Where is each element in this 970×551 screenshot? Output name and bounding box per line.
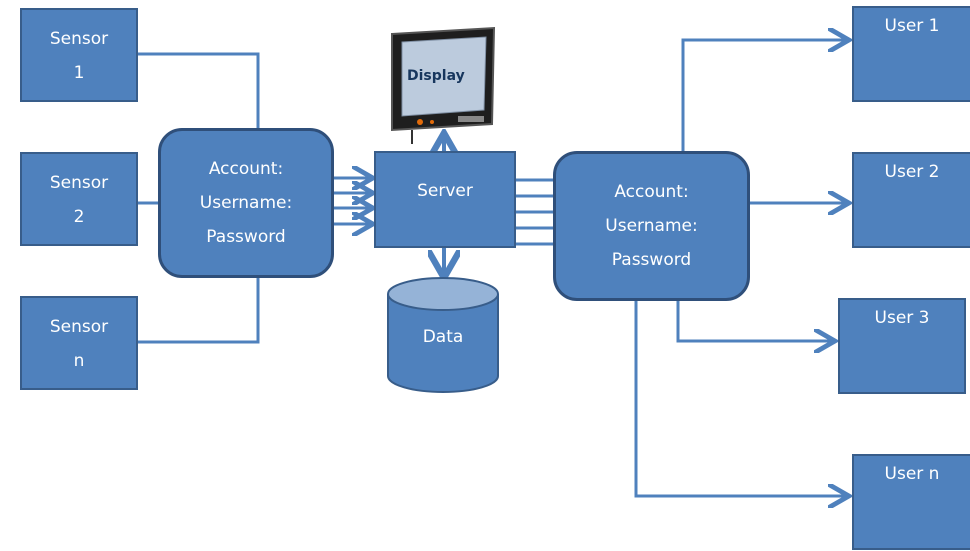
- connector-sensor1-account: [138, 52, 260, 130]
- user-n-node: User n: [852, 454, 970, 550]
- sensor-1-node: Sensor 1: [20, 8, 138, 102]
- left-account-title: Account:: [208, 159, 284, 179]
- connector-account-usern: [634, 300, 846, 496]
- sensor-n-index: n: [73, 351, 85, 371]
- sensor-n-label: Sensor: [49, 317, 109, 337]
- connector-sensorn-account: [138, 276, 260, 344]
- right-account-node: Account: Username: Password: [553, 151, 750, 301]
- sensor-2-index: 2: [73, 207, 85, 227]
- sensor-2-label: Sensor: [49, 173, 109, 193]
- left-account-username: Username:: [199, 193, 293, 213]
- user-1-node: User 1: [852, 6, 970, 102]
- right-account-title: Account:: [614, 182, 689, 202]
- user-n-label: User n: [884, 464, 940, 484]
- right-account-username: Username:: [605, 216, 698, 236]
- sensor-1-label: Sensor: [49, 29, 109, 49]
- display-label: Display: [407, 68, 465, 84]
- user-1-label: User 1: [884, 16, 940, 36]
- sensor-1-index: 1: [73, 63, 85, 83]
- connector-account-user1: [681, 40, 846, 152]
- sensor-n-node: Sensor n: [20, 296, 138, 390]
- server-node: Server: [374, 151, 516, 248]
- left-account-password: Password: [206, 227, 286, 247]
- connector-account-user3: [676, 300, 832, 341]
- server-label: Server: [417, 181, 473, 201]
- user-3-label: User 3: [874, 308, 930, 328]
- user-2-label: User 2: [884, 162, 940, 182]
- sensor-2-node: Sensor 2: [20, 152, 138, 246]
- right-account-password: Password: [611, 250, 692, 270]
- display-monitor: Display: [391, 26, 496, 144]
- user-3-node: User 3: [838, 298, 966, 394]
- left-account-node: Account: Username: Password: [158, 128, 334, 278]
- connector-server-account: [514, 178, 556, 246]
- data-store: Data: [387, 277, 499, 393]
- user-2-node: User 2: [852, 152, 970, 248]
- data-label: Data: [423, 327, 464, 347]
- connector-account-server: [332, 178, 370, 224]
